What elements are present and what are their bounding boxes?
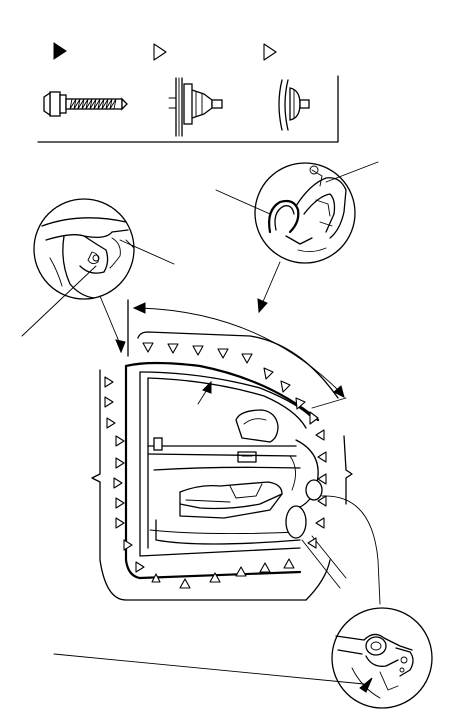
clip-icon xyxy=(278,79,310,131)
armrest xyxy=(179,481,283,510)
door-handle xyxy=(237,451,257,463)
detail-circle-upper-corner xyxy=(33,198,135,300)
arrowhead-icon xyxy=(257,298,268,314)
detail-circle-weatherstrip xyxy=(254,162,356,264)
callout-arrow-line xyxy=(99,295,121,345)
filled-triangle-icon xyxy=(53,42,67,60)
callout-arrow-line xyxy=(261,261,281,305)
leader-line xyxy=(215,189,271,215)
callout-arrow-line xyxy=(321,495,381,605)
arrowhead-icon xyxy=(202,380,212,394)
arrowhead-icon xyxy=(115,339,126,354)
arrowhead-icon xyxy=(333,385,345,398)
leader-line xyxy=(325,161,379,183)
speaker-grille xyxy=(285,505,307,539)
open-triangle-icon xyxy=(153,43,167,61)
legend-frame xyxy=(37,75,339,143)
leader-line xyxy=(119,239,175,265)
lock-knob xyxy=(153,437,163,451)
screw-icon xyxy=(43,91,128,117)
leader-line xyxy=(53,653,365,685)
latch-housing xyxy=(305,479,323,501)
arrowhead-icon xyxy=(132,302,146,314)
open-triangle-icon xyxy=(263,43,277,61)
span-arrow-top xyxy=(139,307,341,393)
clip-location-markers xyxy=(104,342,327,589)
arrowhead-icon xyxy=(359,677,373,693)
detail-circle-lower-fastener xyxy=(331,607,433,709)
fastener-legend xyxy=(37,42,339,143)
clip-icon xyxy=(168,77,223,137)
door-panel xyxy=(91,299,353,601)
leader-line xyxy=(311,397,347,409)
leader-line xyxy=(21,265,97,337)
